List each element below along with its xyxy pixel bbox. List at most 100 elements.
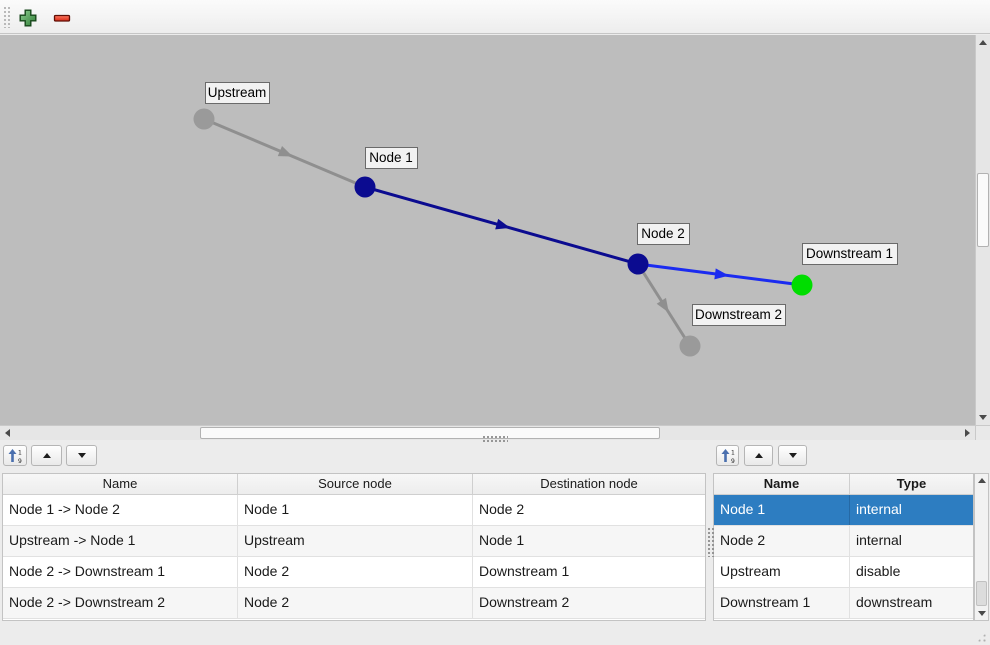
node-row[interactable]: Node 2 internal (714, 526, 973, 557)
svg-text:Upstream: Upstream (208, 85, 267, 100)
edges-move-down-button[interactable] (66, 445, 97, 466)
triangle-down-icon (77, 453, 86, 458)
up-arrow-icon (977, 478, 986, 483)
table-cell: Node 1 (238, 495, 473, 525)
table-cell: Downstream 2 (479, 594, 570, 610)
graph-node[interactable] (627, 253, 649, 275)
main-toolbar (0, 0, 990, 34)
graph-node[interactable] (791, 274, 813, 296)
triangle-up-icon (754, 453, 763, 458)
column-header-type[interactable]: Type (896, 476, 927, 491)
edge-arrow-icon (495, 218, 511, 230)
node-label[interactable]: Downstream 1 (802, 243, 898, 265)
canvas-vertical-scrollbar[interactable] (975, 35, 990, 425)
node-label[interactable]: Downstream 2 (692, 304, 786, 326)
table-cell: Node 1 (479, 532, 525, 548)
svg-text:1: 1 (18, 449, 22, 456)
graph-node[interactable] (354, 176, 376, 198)
edge-arrow-icon (714, 268, 729, 280)
scroll-down-button[interactable] (976, 410, 990, 424)
svg-text:Downstream 2: Downstream 2 (695, 307, 782, 322)
graph-edge[interactable] (203, 117, 366, 189)
edge-arrow-icon (656, 297, 669, 313)
table-cell: disable (856, 563, 901, 579)
svg-text:Downstream 1: Downstream 1 (806, 246, 893, 261)
table-cell: Node 1 (714, 495, 850, 525)
down-arrow-icon (977, 611, 986, 616)
scroll-down-button[interactable] (975, 607, 988, 620)
column-header-name[interactable]: Name (3, 474, 238, 494)
edges-move-up-button[interactable] (31, 445, 62, 466)
nodes-sort-button[interactable]: 1 9 (716, 445, 739, 466)
scroll-left-button[interactable] (0, 426, 14, 440)
nodes-table-scrollbar-thumb[interactable] (976, 581, 987, 606)
nodes-move-down-button[interactable] (778, 445, 807, 466)
graph-node[interactable] (679, 335, 701, 357)
node-label[interactable]: Node 2 (637, 223, 690, 245)
minus-icon (53, 14, 71, 22)
graph-edge[interactable] (636, 263, 692, 347)
table-cell: Node 2 -> Downstream 2 (3, 588, 238, 618)
scrollbar-corner (975, 425, 990, 440)
vertical-scrollbar-thumb[interactable] (977, 173, 989, 247)
scroll-up-button[interactable] (975, 474, 988, 487)
node-row[interactable]: Upstream disable (714, 557, 973, 588)
graph-edge[interactable] (637, 262, 803, 287)
table-cell: Node 2 (479, 501, 525, 517)
down-arrow-icon (979, 414, 987, 420)
vertical-splitter-handle[interactable] (707, 527, 714, 557)
right-arrow-icon (964, 429, 970, 437)
table-cell: Downstream 1 (714, 588, 850, 618)
column-header-destination-node[interactable]: Destination node (540, 476, 638, 491)
table-cell: Node 2 (238, 557, 473, 587)
remove-button[interactable] (51, 7, 73, 29)
scroll-up-button[interactable] (976, 35, 990, 49)
table-cell: internal (856, 532, 902, 548)
table-cell: internal (856, 501, 902, 517)
column-header-name[interactable]: Name (714, 474, 850, 494)
nodes-table-scrollbar[interactable] (974, 473, 989, 621)
up-arrow-icon (979, 39, 987, 45)
edges-table: Name Source node Destination node Node 1… (2, 473, 706, 621)
column-header-source-node[interactable]: Source node (238, 474, 473, 494)
horizontal-splitter-handle[interactable] (482, 435, 508, 442)
edges-sort-button[interactable]: 1 9 (3, 445, 27, 466)
nodes-move-up-button[interactable] (744, 445, 773, 466)
edges-table-header: Name Source node Destination node (3, 474, 705, 495)
graph-node[interactable] (193, 108, 215, 130)
svg-text:Node 2: Node 2 (641, 226, 685, 241)
table-cell: Node 2 -> Downstream 1 (3, 557, 238, 587)
table-cell: Upstream (238, 526, 473, 556)
node-label[interactable]: Node 1 (365, 147, 418, 169)
table-cell: Downstream 1 (479, 563, 570, 579)
svg-text:9: 9 (731, 458, 735, 464)
table-cell: Node 2 (238, 588, 473, 618)
node-row-selected[interactable]: Node 1 internal (714, 495, 973, 526)
triangle-down-icon (788, 453, 797, 458)
add-button[interactable] (17, 7, 39, 29)
canvas-horizontal-scrollbar[interactable] (0, 425, 975, 440)
table-cell: Upstream -> Node 1 (3, 526, 238, 556)
svg-text:9: 9 (18, 458, 22, 464)
svg-text:1: 1 (731, 449, 735, 456)
window-resize-grip[interactable] (976, 632, 987, 643)
toolbar-drag-handle[interactable] (3, 6, 10, 28)
table-cell: Upstream (714, 557, 850, 587)
svg-text:Node 1: Node 1 (369, 150, 413, 165)
horizontal-scrollbar-thumb[interactable] (200, 427, 660, 439)
table-cell: Node 2 (714, 526, 850, 556)
graph-edge[interactable] (364, 185, 639, 266)
edge-arrow-icon (277, 145, 293, 157)
scroll-right-button[interactable] (960, 426, 974, 440)
node-label[interactable]: Upstream (205, 82, 270, 104)
node-row[interactable]: Downstream 1 downstream (714, 588, 973, 619)
plus-icon (19, 9, 37, 27)
table-cell: downstream (856, 594, 933, 610)
